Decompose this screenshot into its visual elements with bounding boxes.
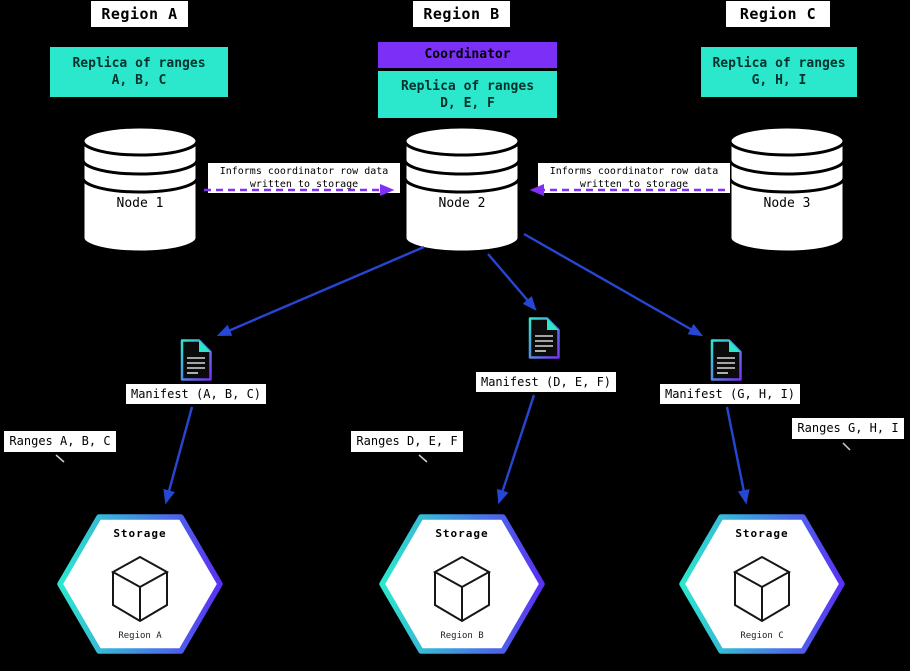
- storage-hexagon-a: Storage Region A: [55, 509, 225, 659]
- arrow-manifest-a-to-storage-a: [163, 406, 194, 505]
- storage-title-a: Storage: [113, 527, 167, 540]
- manifest-label-b: Manifest (D, E, F): [476, 372, 616, 392]
- region-c-title: Region C: [726, 1, 830, 27]
- arrow-manifest-b-to-storage-b: [497, 394, 536, 505]
- region-b-title: Region B: [413, 1, 510, 27]
- manifest-label-c: Manifest (G, H, I): [660, 384, 800, 404]
- replica-a-line2: A, B, C: [111, 73, 167, 88]
- informs-right-line1: Informs coordinator row data: [549, 166, 719, 177]
- replica-box-region-b: Replica of ranges D, E, F: [378, 71, 557, 118]
- node-2: Node 2: [402, 124, 522, 256]
- cube-icon: [732, 555, 792, 623]
- storage-region-a: Region A: [118, 631, 162, 641]
- replica-c-line1: Replica of ranges: [712, 56, 846, 71]
- storage-hexagon-b: Storage Region B: [377, 509, 547, 659]
- region-a-title: Region A: [91, 1, 188, 27]
- manifest-file-icon-b: [527, 316, 561, 360]
- arrow-manifest-c-to-storage-c: [725, 406, 750, 505]
- node-2-label: Node 2: [438, 196, 486, 211]
- cube-icon: [432, 555, 492, 623]
- arrow-node2-to-manifest-a: [216, 245, 425, 337]
- coordinator-box: Coordinator: [378, 42, 557, 68]
- replica-c-line2: G, H, I: [751, 73, 807, 88]
- manifest-file-icon-a: [179, 338, 213, 382]
- ranges-label-c: Ranges G, H, I: [792, 418, 904, 439]
- storage-title-b: Storage: [435, 527, 489, 540]
- cube-icon: [110, 555, 170, 623]
- node-1: Node 1: [80, 124, 200, 256]
- database-cylinder-icon: [728, 125, 846, 254]
- storage-region-c: Region C: [740, 631, 784, 641]
- informs-label-right: Informs coordinator row data written to …: [538, 163, 730, 193]
- replica-box-region-a: Replica of ranges A, B, C: [50, 47, 228, 97]
- replica-a-line1: Replica of ranges: [72, 56, 206, 71]
- leader-tick-ranges-b: [418, 454, 428, 463]
- replica-b-line2: D, E, F: [440, 95, 495, 111]
- node-1-label: Node 1: [116, 196, 164, 211]
- informs-right-line2: written to storage: [579, 179, 689, 190]
- replica-b-line1: Replica of ranges: [400, 78, 535, 94]
- ranges-label-a: Ranges A, B, C: [4, 431, 116, 452]
- storage-hexagon-c: Storage Region C: [677, 509, 847, 659]
- database-cylinder-icon: [403, 125, 521, 254]
- informs-left-line2: written to storage: [249, 179, 359, 190]
- informs-label-left: Informs coordinator row data written to …: [208, 163, 400, 193]
- informs-left-line1: Informs coordinator row data: [219, 166, 389, 177]
- leader-tick-ranges-a: [55, 454, 65, 463]
- leader-tick-ranges-c: [842, 442, 851, 451]
- node-3-label: Node 3: [763, 196, 811, 211]
- storage-title-c: Storage: [735, 527, 789, 540]
- manifest-file-icon-c: [709, 338, 743, 382]
- arrow-node2-to-manifest-b: [487, 253, 537, 311]
- node-3: Node 3: [727, 124, 847, 256]
- storage-region-b: Region B: [440, 631, 484, 641]
- database-cylinder-icon: [81, 125, 199, 254]
- replica-box-region-c: Replica of ranges G, H, I: [701, 47, 857, 97]
- ranges-label-b: Ranges D, E, F: [351, 431, 463, 452]
- manifest-label-a: Manifest (A, B, C): [126, 384, 266, 404]
